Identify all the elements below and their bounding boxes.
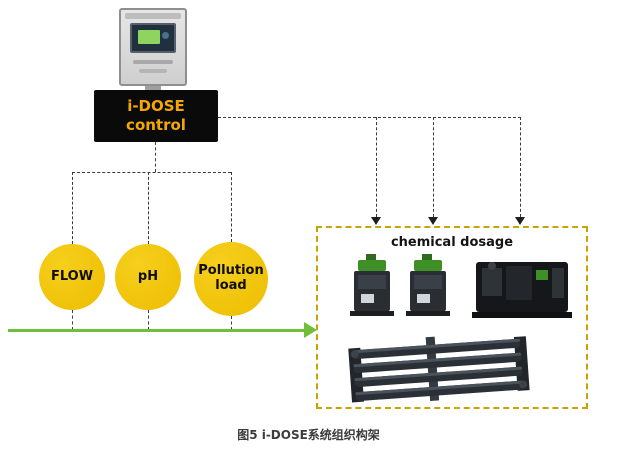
connector-box-to-branch [155, 142, 156, 172]
connector-to-pollution [231, 172, 232, 242]
connector-dosage-drop-3 [520, 117, 521, 217]
arrowhead-icon [428, 217, 438, 225]
dosing-skid [472, 262, 572, 318]
controller-housing [119, 8, 187, 86]
connector-pollution-to-line [231, 316, 232, 330]
controller-screen [130, 23, 176, 53]
pipe-manifold [348, 336, 530, 403]
sensor-ph: pH [115, 244, 181, 310]
sensor-flow-label: FLOW [50, 268, 94, 284]
connector-to-ph [148, 172, 149, 244]
connector-flow-to-line [72, 310, 73, 330]
sensor-pollution-load-label: Pollution load [198, 263, 264, 293]
arrowhead-icon [371, 217, 381, 225]
figure-caption: 图5 i-DOSE系统组织构架 [237, 428, 380, 442]
controller-device [119, 8, 187, 98]
connector-dosage-drop-1 [376, 117, 377, 217]
process-flow-arrow-line [8, 329, 304, 332]
chemical-dosage-title: chemical dosage [390, 235, 514, 250]
dosing-pump-2 [406, 254, 450, 316]
arrowhead-icon [515, 217, 525, 225]
idose-control-box: i-DOSE control [94, 90, 218, 142]
chemical-dosage-box: chemical dosage [316, 226, 588, 409]
dosing-pump-1 [350, 254, 394, 316]
sensor-pollution-load: Pollution load [194, 242, 268, 316]
equipment-illustration [348, 254, 572, 403]
controller-indicator [162, 32, 169, 39]
connector-branch-horizontal [72, 172, 231, 173]
sensor-ph-label: pH [137, 268, 159, 284]
controller-display [138, 30, 160, 44]
idose-control-label-line1: i-DOSE [127, 97, 185, 116]
controller-label-strip [133, 60, 173, 64]
controller-top-vent [125, 13, 181, 19]
sensor-flow: FLOW [39, 244, 105, 310]
connector-box-to-dosage [218, 117, 521, 118]
controller-label-strip-2 [139, 69, 167, 73]
connector-to-flow [72, 172, 73, 244]
process-flow-arrow-head [304, 322, 317, 338]
idose-control-label-line2: control [126, 116, 186, 134]
connector-ph-to-line [148, 310, 149, 330]
connector-dosage-drop-2 [433, 117, 434, 217]
